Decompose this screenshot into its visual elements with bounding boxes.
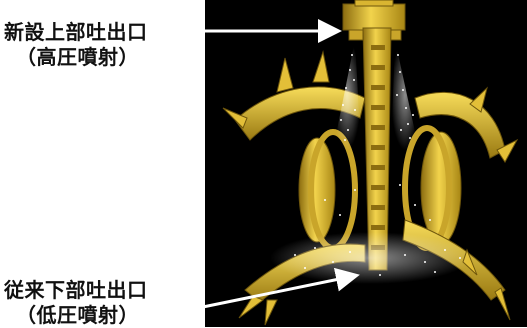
upper-outlet-title: 新設上部吐出口 bbox=[4, 20, 148, 44]
top-mount bbox=[342, 0, 406, 41]
upper-high-pressure-spray bbox=[333, 40, 419, 150]
upper-outlet-label: 新設上部吐出口 （高圧噴射） bbox=[4, 20, 148, 70]
machine-render bbox=[205, 0, 527, 327]
lower-low-pressure-spray bbox=[270, 184, 470, 284]
upper-outlet-subtitle: （高圧噴射） bbox=[16, 45, 139, 69]
lower-outlet-title: 従来下部吐出口 bbox=[4, 278, 148, 302]
right-cutter-blade bbox=[414, 86, 519, 163]
lower-outlet-subtitle: （低圧噴射） bbox=[16, 303, 139, 327]
left-cutter-blade bbox=[222, 50, 366, 141]
lower-outlet-label: 従来下部吐出口 （低圧噴射） bbox=[4, 278, 148, 328]
